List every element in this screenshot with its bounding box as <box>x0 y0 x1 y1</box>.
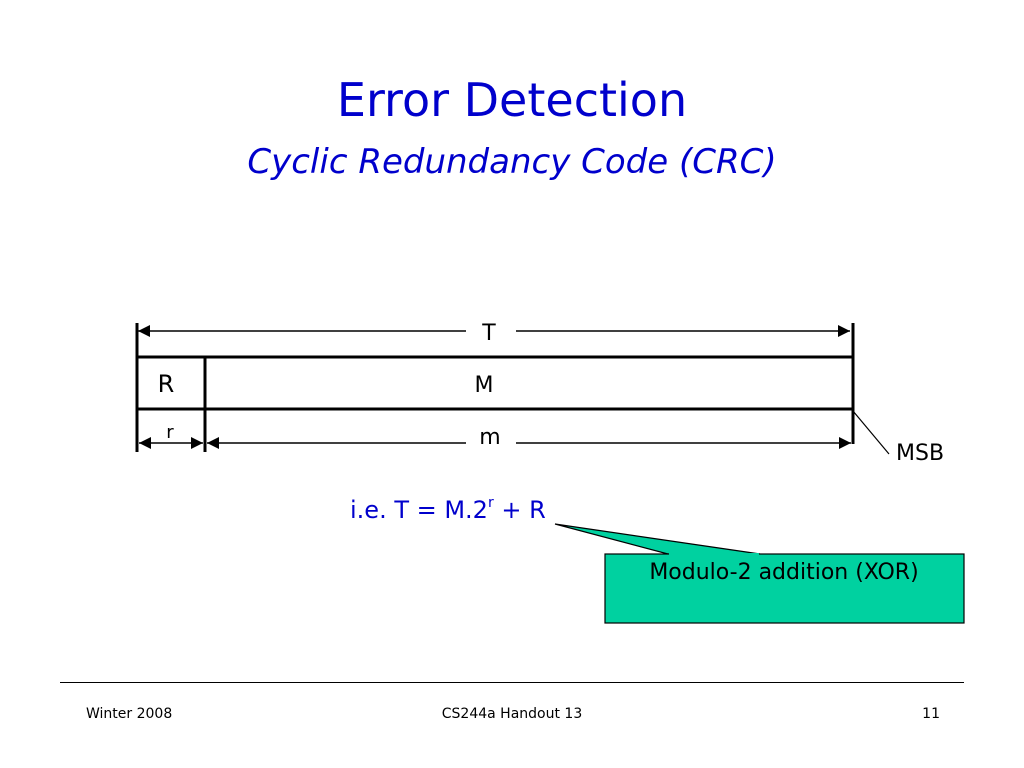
formula-prefix: i.e. T = M.2 <box>350 496 488 524</box>
msb-pointer-line <box>852 410 890 455</box>
remainder-bits-label: r <box>166 422 174 443</box>
msb-label: MSB <box>896 441 944 466</box>
remainder-label: R <box>158 370 175 398</box>
formula-exponent: r <box>487 495 494 511</box>
slide-title: Error Detection <box>336 73 688 127</box>
formula-suffix: + R <box>493 496 546 524</box>
xor-callout <box>554 523 965 624</box>
message-label: M <box>475 373 494 398</box>
footer-handout: CS244a Handout 13 <box>441 706 583 722</box>
message-bits-label: m <box>479 425 500 450</box>
total-label: T <box>481 321 496 346</box>
footer-date: Winter 2008 <box>86 706 173 722</box>
footer-divider <box>60 682 964 683</box>
crc-formula: i.e. T = M.2r + R <box>350 495 546 524</box>
footer-page-number: 11 <box>922 706 940 722</box>
slide-subtitle: Cyclic Redundancy Code (CRC) <box>247 142 777 182</box>
xor-callout-text: Modulo-2 addition (XOR) <box>649 560 919 585</box>
